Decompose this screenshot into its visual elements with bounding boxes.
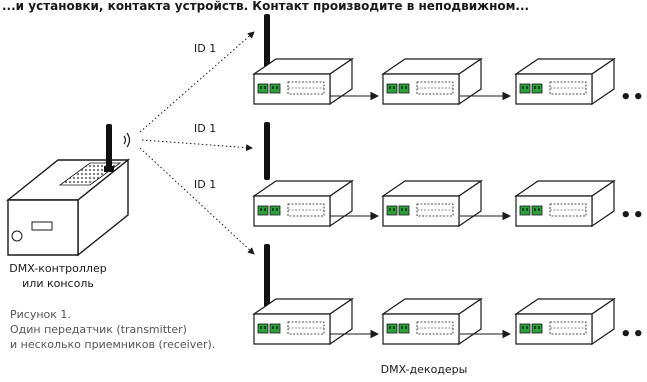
continuation-dots-row3: ••• <box>620 324 647 345</box>
decoder-row1-col3 <box>515 58 615 105</box>
continuation-dots-row1: ••• <box>620 87 647 108</box>
dmx-controller-device <box>6 124 131 257</box>
controller-label-line1: DMX-контроллер <box>9 262 106 275</box>
continuation-dots-row2: ••• <box>620 205 647 226</box>
decoder-row1-col2 <box>382 58 482 105</box>
controller-antenna-icon <box>106 124 112 170</box>
wireless-link-3 <box>139 147 255 255</box>
controller-label-line2: или консоль <box>22 277 94 290</box>
wireless-link-1 <box>139 31 255 133</box>
wireless-link-2 <box>141 139 253 152</box>
receiver-antenna-icon-row3 <box>264 244 270 308</box>
decoder-row1-col1 <box>253 58 353 105</box>
receiver-antenna-icon-row1 <box>264 14 270 72</box>
decoders-label: DMX-декодеры <box>381 363 468 376</box>
decoder-row3-col2 <box>382 298 482 345</box>
id-label-2: ID 1 <box>194 122 216 135</box>
caption-line1: Рисунок 1. <box>10 308 71 321</box>
id-label-1: ID 1 <box>194 42 216 55</box>
top-cutoff-text: ...и установки, контакта устройств. Конт… <box>2 0 529 13</box>
decoder-row2-col2 <box>382 180 482 227</box>
wireless-signal-icon <box>123 132 131 148</box>
receiver-antenna-icon-row2 <box>264 122 270 180</box>
decoder-row2-col3 <box>515 180 615 227</box>
decoder-row3-col3 <box>515 298 615 345</box>
caption-line3: и несколько приемников (receiver). <box>10 338 215 351</box>
decoder-row3-col1 <box>253 298 353 345</box>
id-label-3: ID 1 <box>194 178 216 191</box>
decoder-row2-col1 <box>253 180 353 227</box>
caption-line2: Один передатчик (transmitter) <box>10 323 187 336</box>
